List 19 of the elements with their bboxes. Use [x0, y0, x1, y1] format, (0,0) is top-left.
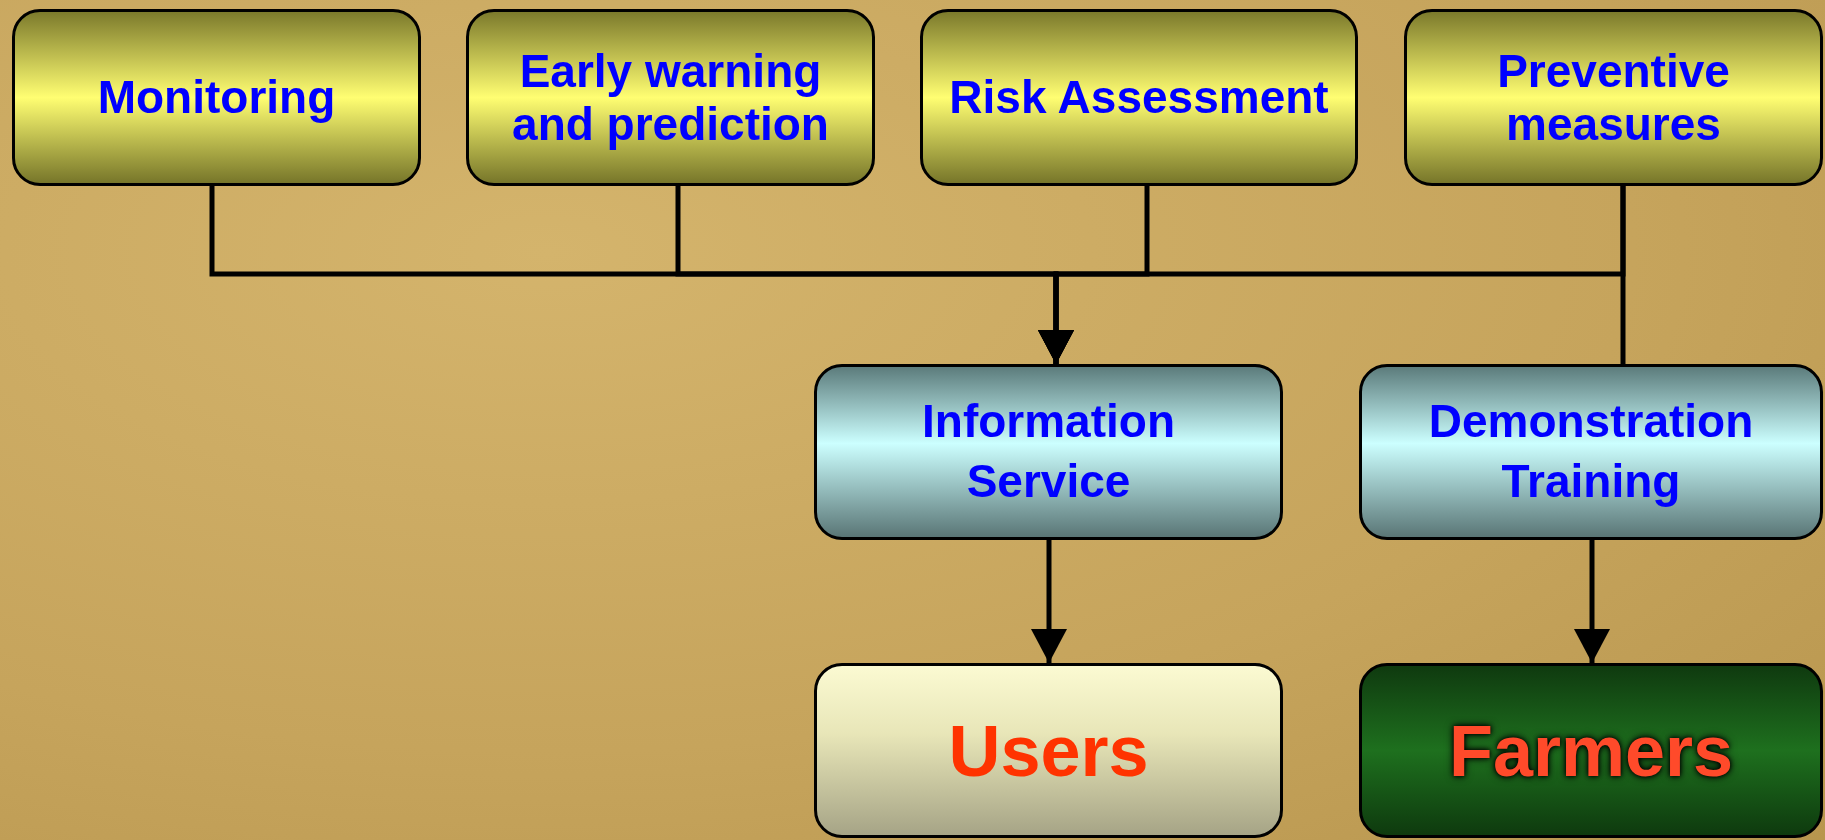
- rounded-box: [920, 9, 1358, 186]
- box-label: Monitoring: [97, 71, 336, 124]
- rounded-box: [466, 9, 875, 186]
- box-label: Risk Assessment: [949, 71, 1329, 124]
- box-label: Users: [948, 709, 1149, 793]
- box-label: Information Service: [921, 394, 1176, 509]
- connector-line: [1620, 186, 1626, 364]
- rounded-box: [814, 364, 1283, 540]
- rounded-box: [1404, 9, 1823, 186]
- arrow: [1031, 540, 1067, 663]
- arrow: [1574, 540, 1610, 663]
- rounded-box: [814, 663, 1283, 838]
- rounded-box: [12, 9, 421, 186]
- box-label: Farmers: [1448, 709, 1734, 793]
- box-label: Early warning and prediction: [511, 44, 830, 151]
- box-label: Preventive measures: [1496, 44, 1731, 151]
- box-label: Demonstration Training: [1427, 394, 1755, 509]
- rounded-box: [1359, 663, 1823, 838]
- rounded-box: [1359, 364, 1823, 540]
